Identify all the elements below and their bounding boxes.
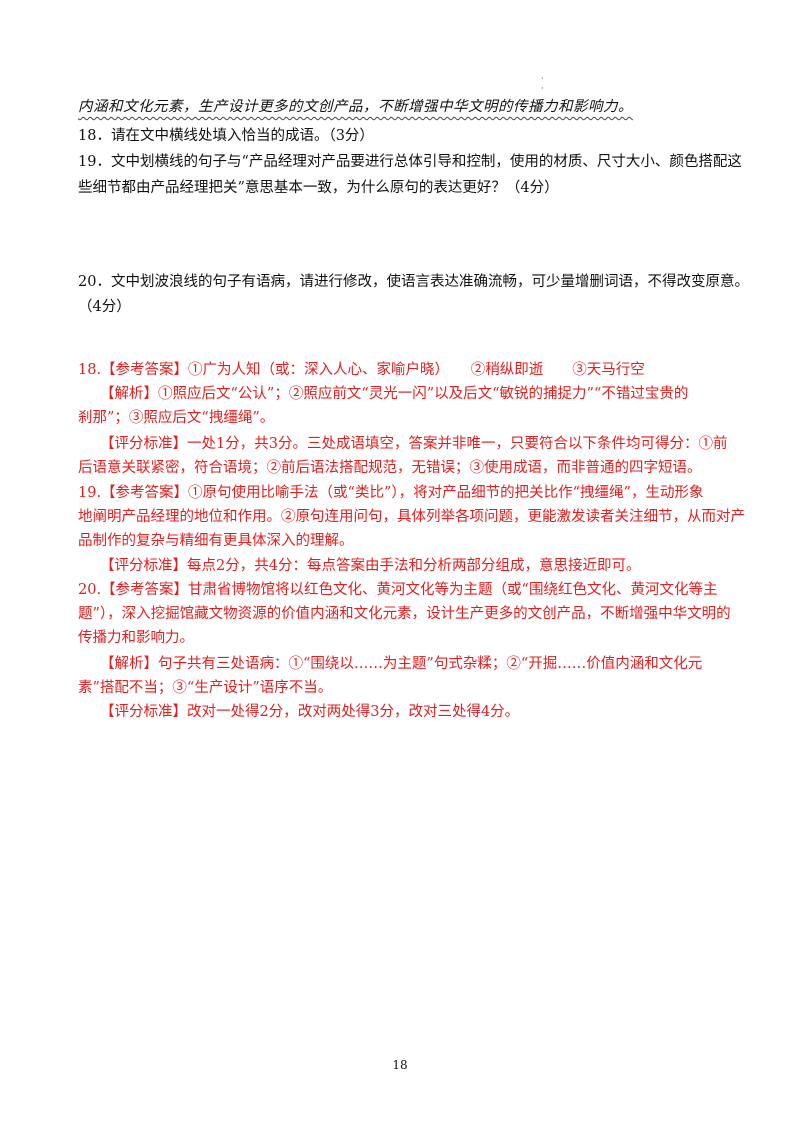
answer-18-standard-line2: 后语意关联紧密，符合语境；②前后语法搭配规范，无错误；③使用成语，而非普通的四字… (78, 460, 702, 476)
question-18: 18．请在文中横线处填入恰当的成语。（3分） (78, 128, 374, 144)
question-19-line2: 些细节都由产品经理把关”意思基本一致，为什么原句的表达更好？（4分） (78, 180, 559, 196)
answer-20-analysis-line2: 素”搭配不当；③“生产设计”语序不当。 (78, 680, 333, 696)
question-20-line1: 20．文中划波浪线的句子有语病，请进行修改，使语言表达准确流畅，可少量增删词语，… (78, 274, 749, 290)
answer-20-analysis-line1: 【解析】句子共有三处语病：①“围绕以……为主题”句式杂糅；②“开掘……价值内涵和… (100, 656, 703, 672)
page-number: 18 (392, 1058, 408, 1072)
question-20-line2: （4分） (78, 299, 131, 315)
answer-20-standard: 【评分标准】改对一处得2分，改对两处得3分，改对三处得4分。 (100, 704, 520, 720)
answer-20-line3: 传播力和影响力。 (78, 630, 194, 646)
stray-dots: ·· (541, 74, 544, 93)
answer-19-line2: 地阐明产品经理的地位和作用。②原句连用问句，具体列举各项问题，更能激发读者关注细… (78, 509, 745, 525)
wavy-underlined-sentence: 内涵和文化元素，生产设计更多的文创产品，不断增强中华文明的传播力和影响力。 (78, 99, 633, 115)
answer-20-line1: 20.【参考答案】甘肃省博物馆将以红色文化、黄河文化等为主题（或“围绕红色文化、… (78, 582, 718, 598)
answer-20-line2: 题”），深入挖掘馆藏文物资源的价值内涵和文化元素，设计生产更多的文创产品，不断增… (78, 606, 731, 622)
question-19-line1: 19．文中划横线的句子与“产品经理对产品要进行总体引导和控制，使用的材质、尺寸大… (78, 154, 742, 170)
answer-19-standard: 【评分标准】每点2分，共4分：每点答案由手法和分析两部分组成，意思接近即可。 (100, 558, 641, 574)
answer-18-analysis-line2: 刹那”；③照应后文“拽缰绳”。 (78, 410, 275, 426)
answer-18-analysis-line1: 【解析】①照应后文“公认”；②照应前文“灵光一闪”以及后文“敏锐的捕捉力”“不错… (100, 386, 689, 402)
answer-18: 18.【参考答案】①广为人知（或：深入人心、家喻户晓） ②稍纵即逝 ③天马行空 (78, 362, 645, 378)
answer-19-line1: 19.【参考答案】①原句使用比喻手法（或“类比”），将对产品细节的把关比作“拽缰… (78, 485, 704, 501)
answer-18-standard-line1: 【评分标准】一处1分，共3分。三处成语填空，答案并非唯一，只要符合以下条件均可得… (100, 436, 728, 452)
answer-19-line3: 品制作的复杂与精细有更具体深入的理解。 (78, 533, 354, 549)
